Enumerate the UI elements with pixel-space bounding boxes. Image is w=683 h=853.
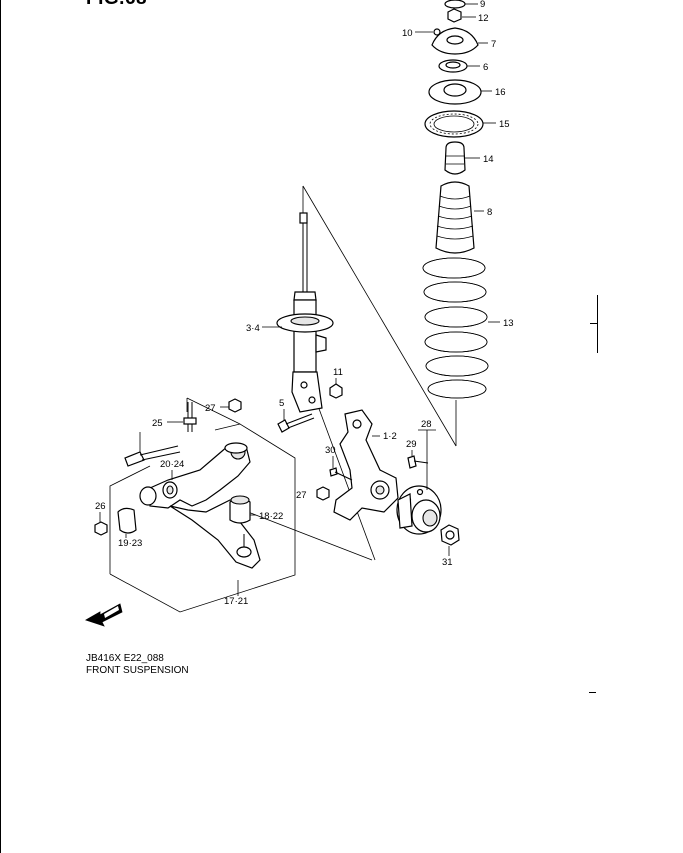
- part-16-spring-seat[interactable]: [428, 79, 492, 105]
- callout-labels: 9 12 10 7 6 16 15 14 8 13 3·4 11 5 27 25…: [95, 0, 514, 607]
- front-direction-arrow-icon: [85, 603, 123, 627]
- part-12-nut[interactable]: [447, 8, 476, 23]
- part-5-bolt[interactable]: [277, 409, 315, 433]
- part-25-bolt[interactable]: [124, 402, 197, 467]
- part-31-hub-nut[interactable]: [440, 524, 460, 556]
- callout-13: 13: [503, 318, 514, 329]
- callout-14: 14: [483, 154, 494, 165]
- callout-27-arm: 27: [205, 403, 216, 414]
- margin-mark-bottom: [589, 692, 596, 693]
- callout-17-21: 17·21: [224, 596, 248, 607]
- callout-31: 31: [442, 557, 453, 568]
- part-6-bearing[interactable]: [438, 59, 480, 73]
- margin-mark-tick: [590, 323, 598, 324]
- part-14-bump-stopper[interactable]: [444, 141, 480, 175]
- callout-30: 30: [325, 445, 336, 456]
- part-7-strut-mount[interactable]: [431, 27, 488, 55]
- callout-10: 10: [402, 28, 413, 39]
- callout-7: 7: [491, 39, 496, 50]
- part-20-24-bushing[interactable]: [162, 470, 178, 499]
- callout-26: 26: [95, 501, 106, 512]
- part-8-dust-boot[interactable]: [435, 181, 484, 254]
- callout-12: 12: [478, 13, 489, 24]
- callout-1-2: 1·2: [383, 431, 397, 442]
- part-18-22-ball-joint[interactable]: [229, 495, 256, 558]
- lower-arm-group-frame: [109, 397, 296, 613]
- part-30-bolt[interactable]: [329, 456, 353, 481]
- drawing-code: JB416X E22_088: [86, 653, 164, 664]
- callout-15: 15: [499, 119, 510, 130]
- callout-5: 5: [279, 398, 284, 409]
- part-9-nut-top[interactable]: [444, 0, 478, 9]
- part-1-2-steering-knuckle[interactable]: [333, 409, 399, 521]
- part-3-4-strut-assembly[interactable]: [262, 212, 334, 413]
- callout-20-24: 20·24: [160, 459, 184, 470]
- part-27-nut-knuckle[interactable]: [316, 486, 330, 501]
- figure-name: FRONT SUSPENSION: [86, 665, 189, 676]
- callout-9: 9: [480, 0, 485, 10]
- callout-8: 8: [487, 207, 492, 218]
- callout-27-knuckle: 27: [296, 490, 307, 501]
- callout-3-4: 3·4: [246, 323, 260, 334]
- part-15-upper-insulator[interactable]: [424, 110, 496, 138]
- part-29-hub-bolt[interactable]: [407, 450, 429, 469]
- callout-16: 16: [495, 87, 506, 98]
- callout-6: 6: [483, 62, 488, 73]
- callout-18-22: 18·22: [259, 511, 283, 522]
- callout-28: 28: [421, 419, 432, 430]
- callout-25: 25: [152, 418, 163, 429]
- part-19-23-rear-bushing[interactable]: [117, 486, 157, 538]
- figure-title: FIG.68: [86, 0, 147, 9]
- part-27-nut-arm[interactable]: [220, 398, 242, 413]
- part-28-wheel-hub[interactable]: [396, 429, 442, 535]
- part-26-nut[interactable]: [94, 512, 108, 536]
- part-11-nut[interactable]: [329, 378, 343, 399]
- page-left-border: [0, 0, 1, 853]
- callout-11: 11: [333, 367, 343, 378]
- callout-29: 29: [406, 439, 417, 450]
- margin-mark-vertical: [597, 295, 598, 353]
- part-13-coil-spring[interactable]: [422, 257, 500, 399]
- assembly-guide-lines: [247, 185, 457, 561]
- callout-19-23: 19·23: [118, 538, 142, 549]
